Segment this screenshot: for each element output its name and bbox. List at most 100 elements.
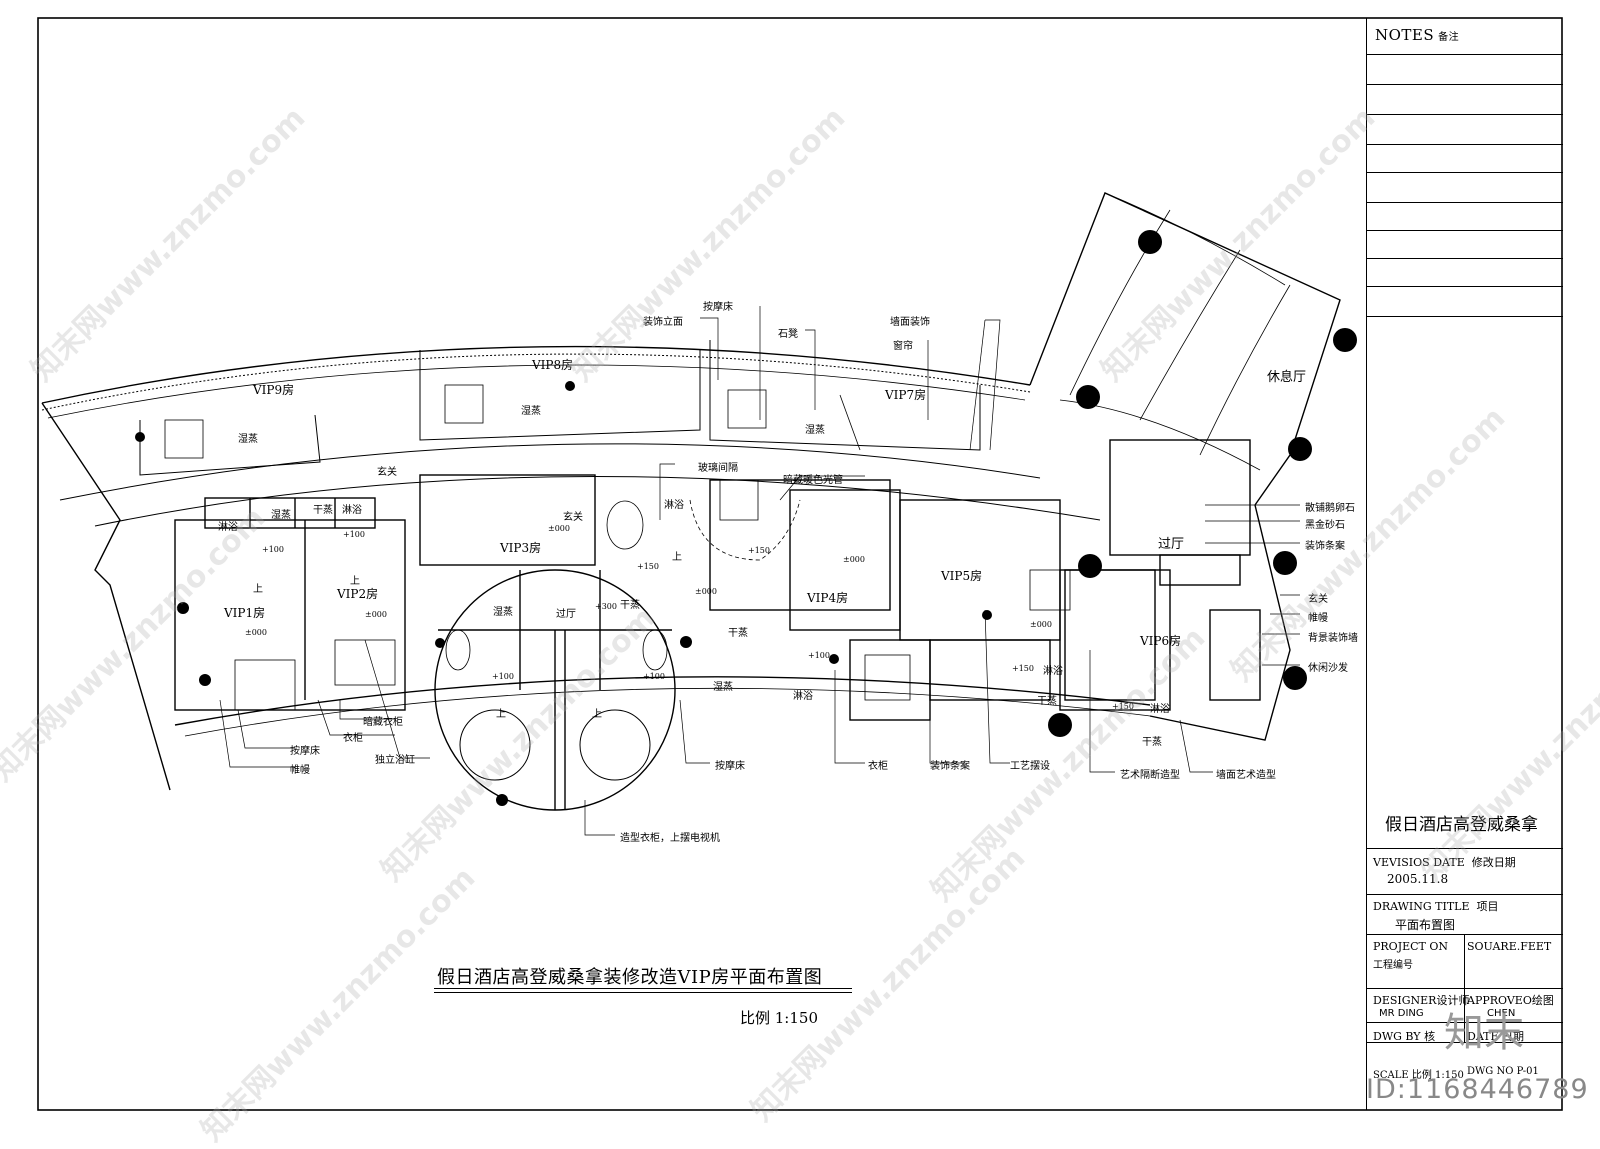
callout-pebbles: 散铺鹅卵石 [1305, 503, 1355, 514]
room-label-hall: 过厅 [1158, 537, 1185, 552]
area-label: 湿蒸 [713, 682, 733, 693]
level-mark: +100 [343, 530, 365, 539]
revision-date: 2005.11.8 [1387, 872, 1449, 886]
room-label-vip5: VIP5房 [941, 569, 983, 583]
callout-massage-bed: 按摩床 [703, 302, 733, 313]
image-id-watermark: ID:1168446789 [1366, 1074, 1589, 1105]
area-label: 干蒸 [1037, 696, 1057, 707]
callout-craft: 工艺摆设 [1010, 761, 1050, 772]
callout-entry: 玄关 [1308, 594, 1328, 605]
date-label: DATE [1467, 1030, 1499, 1043]
area-label: 淋浴 [793, 691, 813, 702]
callout-deco-table-center: 装饰条案 [930, 761, 970, 772]
square-feet-label: SOUARE.FEET [1467, 940, 1552, 953]
dwg-no-label: DWG NO [1467, 1066, 1514, 1077]
level-mark: +100 [492, 672, 514, 681]
callout-hidden-wardrobe: 暗藏衣柜 [363, 717, 403, 728]
brand-logo-watermark: 知末 [1444, 1010, 1524, 1056]
area-label: 湿蒸 [271, 510, 291, 521]
drawing-scale: 比例 1:150 [740, 1009, 818, 1027]
structural-columns [135, 230, 1357, 806]
approved-value: CHEN [1487, 1008, 1516, 1019]
revision-label: VEVISIOS DATE [1373, 856, 1465, 869]
area-label: 干蒸 [313, 505, 333, 516]
room-label-vip2: VIP2房 [337, 587, 379, 601]
level-mark: +100 [643, 672, 665, 681]
room-label-vip8: VIP8房 [532, 358, 574, 372]
drawing-title-label-cn: 项目 [1476, 900, 1499, 913]
title-underline [434, 988, 852, 989]
area-label: 湿蒸 [238, 434, 258, 445]
building-walls [41, 192, 1341, 811]
dwg-by-label-cn: 核 [1424, 1030, 1436, 1043]
callout-curtain-left: 帷幔 [290, 765, 310, 776]
level-mark: +150 [637, 562, 659, 571]
stair-mark: 上 [253, 584, 263, 595]
room-label-vip4: VIP4房 [807, 591, 849, 605]
date-label-cn: 日期 [1502, 1030, 1525, 1043]
designer-label: DESIGNER设计师 [1373, 994, 1470, 1007]
callout-wall-deco: 墙面装饰 [890, 317, 930, 328]
callout-glass-partition: 玻璃间隔 [698, 463, 738, 474]
callout-art-partition: 艺术隔断造型 [1120, 770, 1180, 781]
area-label: 湿蒸 [805, 425, 825, 436]
level-mark: +150 [1112, 702, 1134, 711]
project-no-label-cn: 工程编号 [1373, 960, 1413, 971]
dwg-no-value: P-01 [1516, 1066, 1539, 1077]
callout-stone-stool: 石凳 [778, 329, 798, 340]
stair-mark: 上 [672, 552, 682, 563]
drawing-title-label: DRAWING TITLE [1373, 900, 1470, 913]
approved-label: APPROVEO绘图 [1467, 994, 1554, 1007]
stair-mark: 上 [350, 576, 360, 587]
level-mark: +100 [262, 545, 284, 554]
callout-bathtub: 独立浴缸 [375, 755, 415, 766]
area-label: 淋浴 [1043, 666, 1063, 677]
room-label-vip1: VIP1房 [224, 606, 266, 620]
dwg-by-label: DWG BY [1373, 1030, 1421, 1043]
level-mark: +150 [748, 546, 770, 555]
area-label: 玄关 [563, 512, 583, 523]
callout-wardrobe-tv: 造型衣柜，上摆电视机 [620, 833, 720, 844]
callout-massage-bed-center: 按摩床 [715, 761, 745, 772]
room-label-vip9: VIP9房 [253, 383, 295, 397]
callout-sofa: 休闲沙发 [1308, 663, 1348, 674]
area-label: 淋浴 [1150, 704, 1170, 715]
level-mark: ±000 [365, 610, 387, 619]
area-label: 湿蒸 [493, 607, 513, 618]
level-mark: +100 [808, 651, 830, 660]
level-mark: +300 [595, 602, 617, 611]
callout-wall-art: 墙面艺术造型 [1216, 770, 1276, 781]
room-label-vip7: VIP7房 [885, 388, 927, 402]
designer-value: MR DING [1379, 1008, 1424, 1019]
area-label: 淋浴 [664, 500, 684, 511]
scale-value: 1:150 [1435, 1070, 1464, 1081]
area-label: 淋浴 [218, 522, 238, 533]
drawing-frame [37, 17, 1563, 1111]
callout-massage-bed-left: 按摩床 [290, 746, 320, 757]
callout-deco-elevation: 装饰立面 [643, 317, 683, 328]
area-label: 过厅 [556, 609, 576, 620]
stair-mark: 上 [496, 709, 506, 720]
area-label: 湿蒸 [521, 406, 541, 417]
level-mark: ±000 [843, 555, 865, 564]
level-mark: ±000 [245, 628, 267, 637]
callout-black-sand: 黑金砂石 [1305, 520, 1345, 531]
drawing-title: 假日酒店高登威桑拿装修改造VIP房平面布置图 [437, 967, 823, 988]
level-mark: ±000 [695, 587, 717, 596]
callout-leaders [219, 306, 1300, 836]
area-label: 干蒸 [728, 628, 748, 639]
area-label: 淋浴 [342, 505, 362, 516]
scale-label: SCALE 比例 [1373, 1070, 1432, 1081]
callout-wardrobe-center: 衣柜 [868, 761, 888, 772]
level-mark: ±000 [548, 524, 570, 533]
area-label: 玄关 [377, 467, 397, 478]
drawing-title-value: 平面布置图 [1395, 918, 1456, 932]
level-mark: ±000 [1030, 620, 1052, 629]
callout-curtain-right: 帷幔 [1308, 613, 1328, 624]
level-mark: +150 [1012, 664, 1034, 673]
area-label: 干蒸 [1142, 737, 1162, 748]
project-name: 假日酒店高登威桑拿 [1385, 815, 1538, 835]
